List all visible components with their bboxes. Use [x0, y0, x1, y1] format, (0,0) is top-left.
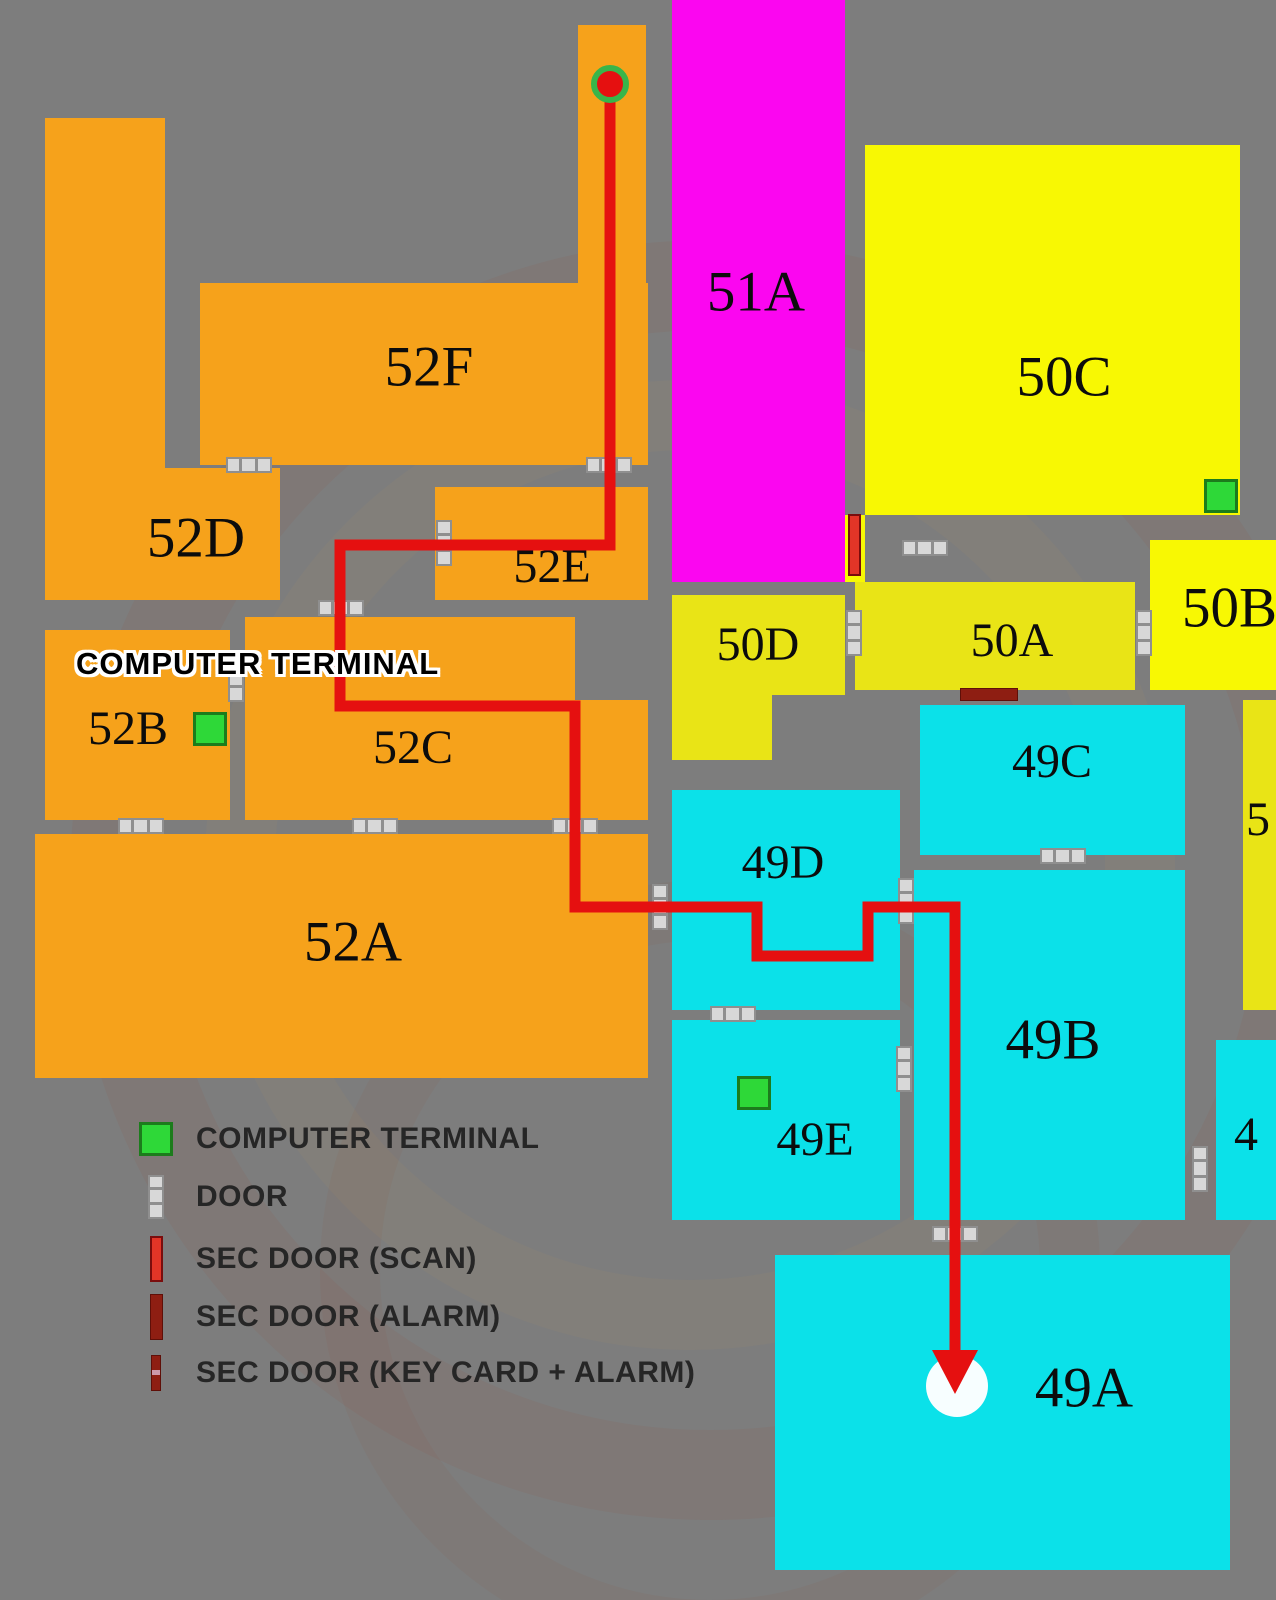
room-label-52d: 52D: [146, 506, 246, 570]
door-icon: [352, 818, 398, 834]
legend-label: SEC DOOR (SCAN): [196, 1242, 477, 1275]
room-52d-area-upper: [45, 118, 165, 468]
room-52d-area-lower: [45, 468, 280, 600]
room-50-partial-strip: [1243, 700, 1276, 1010]
legend-item-computer-terminal: COMPUTER TERMINAL: [132, 1116, 539, 1162]
room-label-50d: 50D: [716, 618, 800, 671]
sec-door-scan-icon: [848, 514, 861, 576]
legend-sec-door-alarm-icon: [132, 1294, 180, 1340]
legend-item-sec-door-scan: SEC DOOR (SCAN): [132, 1236, 477, 1282]
room-49-partial-strip: [1216, 1040, 1276, 1220]
room-label-52a: 52A: [303, 910, 403, 974]
computer-terminal-callout: COMPUTER TERMINAL: [76, 646, 440, 681]
room-label-52b: 52B: [87, 702, 169, 755]
legend-label: DOOR: [196, 1180, 288, 1213]
door-icon: [552, 818, 598, 834]
room-52c-area-ext: [555, 700, 648, 820]
room-label-50-partial: 5: [1246, 793, 1270, 846]
computer-terminal-icon: [737, 1076, 771, 1110]
room-label-49a: 49A: [1034, 1356, 1134, 1420]
door-icon: [318, 600, 364, 616]
door-icon: [898, 878, 914, 924]
door-icon: [586, 457, 632, 473]
room-label-49c: 49C: [1011, 735, 1093, 788]
door-icon: [436, 520, 452, 566]
legend-label: COMPUTER TERMINAL: [196, 1122, 540, 1155]
computer-terminal-icon: [1204, 479, 1238, 513]
room-label-52e: 52E: [513, 540, 591, 593]
room-label-49d: 49D: [741, 836, 825, 889]
legend-door-icon: [132, 1175, 180, 1219]
legend-item-door: DOOR: [132, 1174, 288, 1220]
legend-computer-terminal-icon: [132, 1122, 180, 1156]
legend-item-sec-door-alarm: SEC DOOR (ALARM): [132, 1294, 501, 1340]
room-49c-area: [920, 705, 1185, 855]
door-icon: [710, 1006, 756, 1022]
computer-terminal-icon: [193, 712, 227, 746]
room-label-52f: 52F: [384, 335, 474, 399]
door-icon: [118, 818, 164, 834]
door-icon: [652, 884, 668, 930]
room-label-49e: 49E: [776, 1113, 854, 1166]
legend-item-sec-door-keycard: SEC DOOR (KEY CARD + ALARM): [132, 1350, 695, 1396]
room-label-50b: 50B: [1182, 576, 1276, 640]
room-49d-area: [672, 790, 900, 1010]
door-icon: [228, 656, 244, 702]
room-label-49-partial: 4: [1234, 1108, 1258, 1161]
room-49a-area: [775, 1255, 1230, 1570]
door-icon: [932, 1226, 978, 1242]
room-50b-area: [1150, 540, 1276, 690]
room-label-50c: 50C: [1016, 345, 1112, 409]
door-icon: [896, 1046, 912, 1092]
room-50c-area: [865, 145, 1240, 515]
door-icon: [226, 457, 272, 473]
door-icon: [1192, 1146, 1208, 1192]
room-label-50a: 50A: [970, 614, 1054, 667]
door-icon: [846, 610, 862, 656]
door-icon: [1136, 610, 1152, 656]
legend-sec-door-scan-icon: [132, 1236, 180, 1282]
room-label-52c: 52C: [372, 721, 454, 774]
sec-door-alarm-icon: [960, 688, 1018, 701]
door-icon: [902, 540, 948, 556]
legend-sec-door-keycard-icon: [132, 1355, 180, 1391]
legend-label: SEC DOOR (KEY CARD + ALARM): [196, 1356, 696, 1389]
room-label-49b: 49B: [1005, 1008, 1101, 1072]
legend-label: SEC DOOR (ALARM): [196, 1300, 501, 1333]
room-label-51a: 51A: [706, 260, 806, 324]
room-50d-area-ext: [672, 695, 772, 760]
door-icon: [1040, 848, 1086, 864]
